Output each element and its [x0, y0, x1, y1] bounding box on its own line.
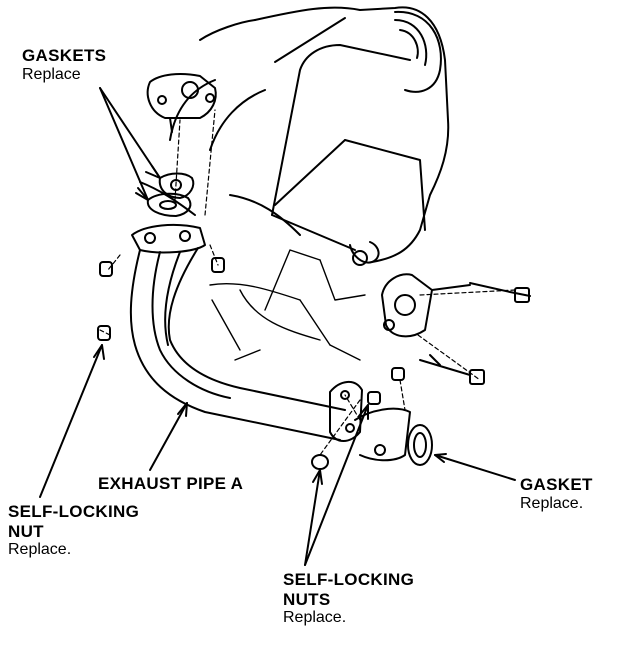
alignment-lines: [99, 109, 516, 456]
callout-exhaust-pipe-title: EXHAUST PIPE A: [98, 474, 244, 493]
side-bracket: [381, 273, 531, 385]
nuts: [97, 257, 405, 470]
callout-gasket: GASKET Replace.: [520, 475, 593, 513]
body-lines: [209, 249, 366, 361]
callout-self-locking-nuts: SELF-LOCKING NUTS Replace.: [283, 570, 414, 627]
lower-gasket: [407, 424, 433, 466]
callout-self-locking-nut: SELF-LOCKING NUT Replace.: [8, 502, 139, 559]
gasket-upper: [158, 172, 195, 199]
callout-gaskets-note: Replace: [22, 65, 81, 83]
callout-nut-note: Replace.: [8, 541, 72, 559]
callout-nut-title-1: SELF-LOCKING: [8, 502, 140, 521]
callout-gaskets: GASKETS Replace: [22, 46, 106, 84]
callout-nuts-title-2: NUTS: [283, 589, 331, 609]
callout-gaskets-title: GASKETS: [22, 46, 107, 65]
callout-nuts-note: Replace.: [283, 609, 347, 627]
exhaust-pipe: [129, 223, 411, 462]
callout-exhaust-pipe: EXHAUST PIPE A: [98, 474, 243, 494]
callout-gasket-note: Replace.: [520, 494, 584, 512]
callout-nuts-title-1: SELF-LOCKING: [283, 570, 415, 589]
gasket-lower: [146, 192, 192, 217]
callout-gasket-title: GASKET: [520, 475, 593, 494]
leader-lines: [39, 87, 516, 566]
callout-nut-title-2: NUT: [8, 521, 44, 541]
upper-flange: [146, 73, 217, 133]
